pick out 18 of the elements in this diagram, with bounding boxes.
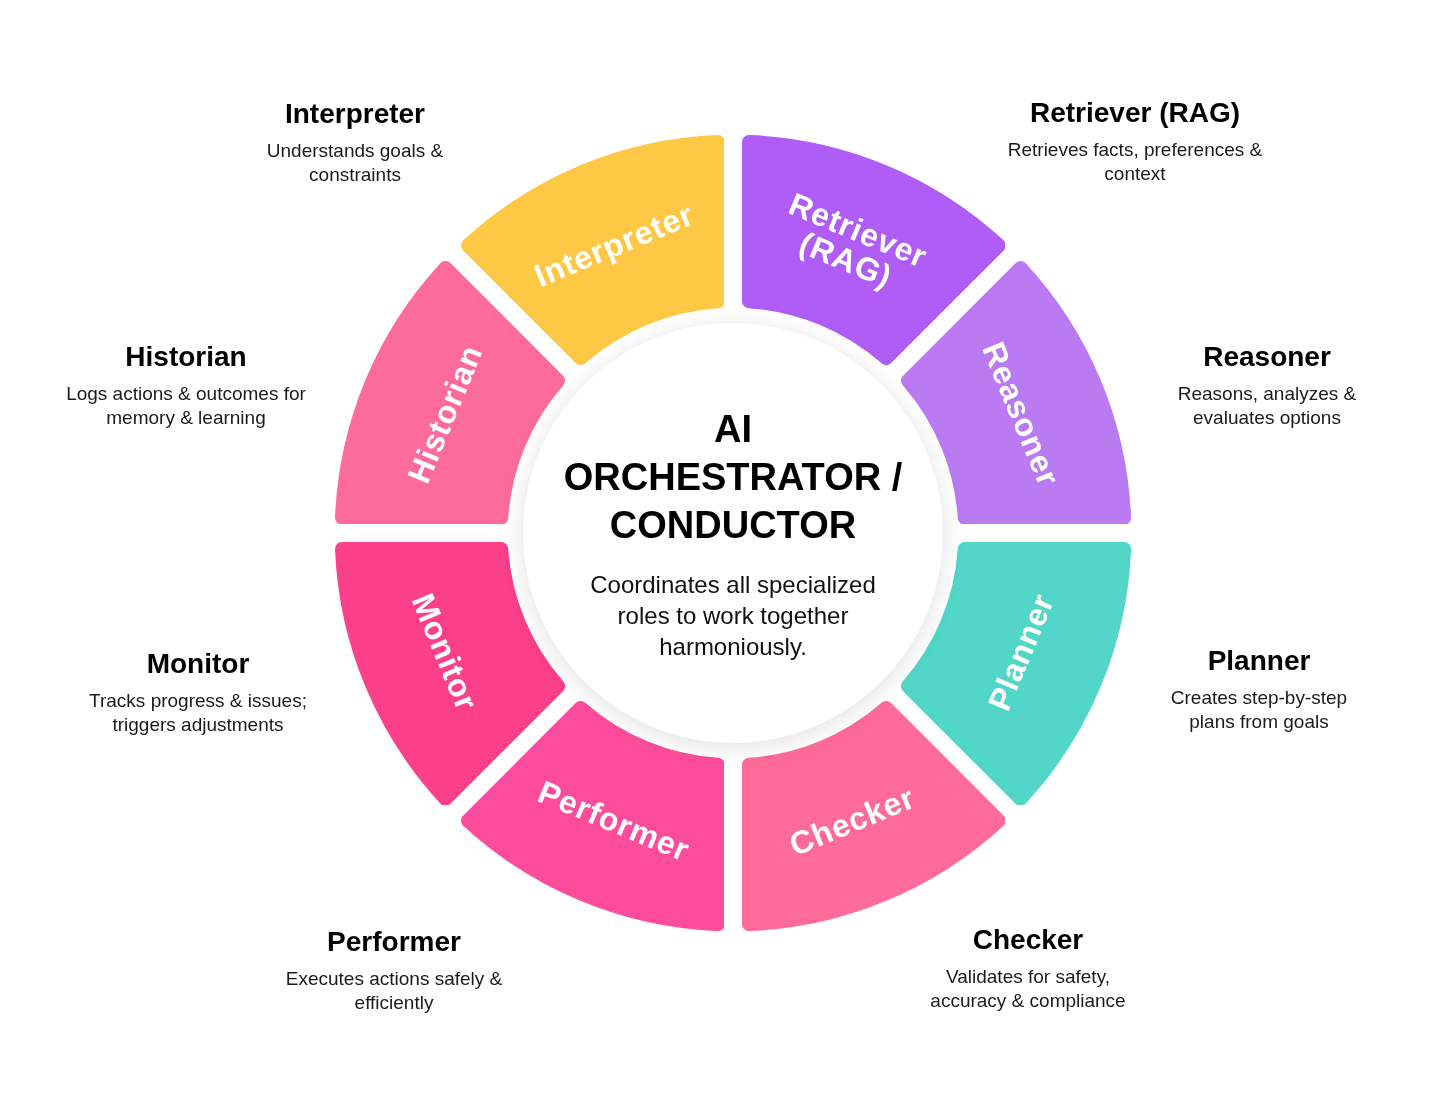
role-description: Tracks progress & issues; triggers adjustments bbox=[88, 689, 308, 737]
center-description: Coordinates all specialized roles to work together harmoniously. bbox=[589, 569, 877, 662]
role-description: Reasons, analyzes & evaluates options bbox=[1176, 382, 1358, 430]
role-heading: Planner bbox=[1207, 644, 1311, 678]
role-description: Validates for safety, accuracy & compliance bbox=[929, 965, 1127, 1013]
role-heading: Reasoner bbox=[1203, 340, 1331, 374]
center-title: AI ORCHESTRATOR / CONDUCTOR bbox=[563, 406, 903, 548]
role-description: Understands goals & constraints bbox=[265, 139, 445, 187]
role-heading: Performer bbox=[327, 925, 461, 959]
role-heading: Monitor bbox=[146, 647, 250, 681]
role-description: Retrieves facts, preferences & context bbox=[1006, 138, 1264, 186]
role-description: Creates step-by-step plans from goals bbox=[1169, 686, 1349, 734]
role-description: Executes actions safely & efficiently bbox=[284, 967, 504, 1015]
role-description: Logs actions & outcomes for memory & learning bbox=[65, 382, 307, 430]
role-heading: Historian bbox=[125, 340, 247, 374]
role-heading: Interpreter bbox=[284, 97, 425, 131]
role-heading: Checker bbox=[972, 923, 1084, 957]
role-heading: Retriever (RAG) bbox=[1029, 96, 1241, 130]
